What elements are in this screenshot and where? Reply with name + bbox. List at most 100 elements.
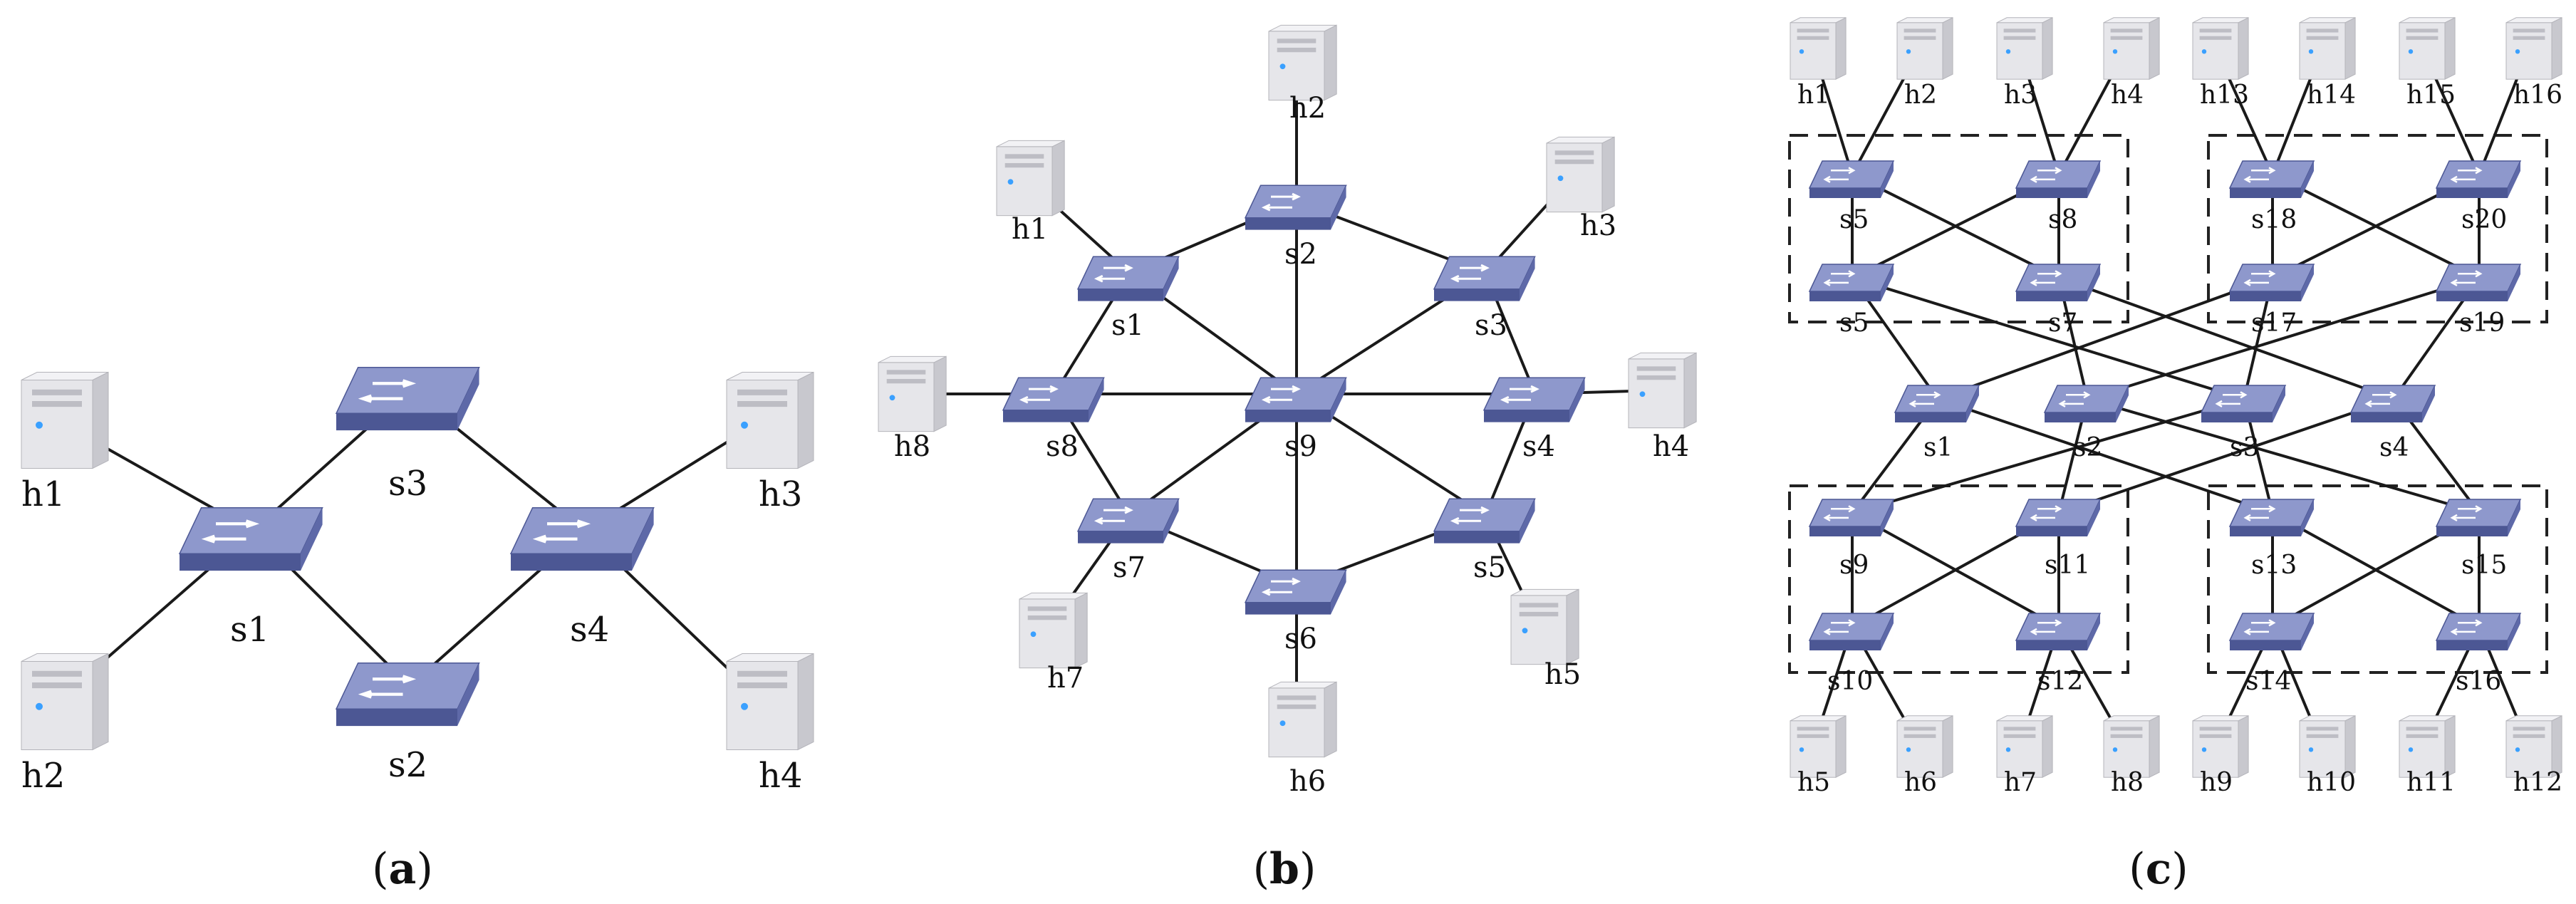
- power-led-icon: [2112, 747, 2118, 752]
- host-side-face: [797, 653, 814, 751]
- drive-bay-icon: [1797, 734, 1829, 738]
- pod-box-4: [2207, 484, 2548, 674]
- host-c-h3: [1996, 16, 2053, 80]
- host-top-face: [2399, 17, 2456, 24]
- label-b-s9: s9: [1284, 430, 1317, 463]
- label-a-s3: s3: [388, 464, 427, 504]
- drive-bay-icon: [1554, 159, 1594, 165]
- arrow-left-icon: [2215, 400, 2240, 407]
- label-c-s8: s8: [2048, 205, 2077, 234]
- drive-bay-icon: [2003, 727, 2036, 731]
- switch-top-face: [1808, 160, 1895, 189]
- host-side-face: [933, 355, 947, 432]
- host-c-h12: [2505, 715, 2562, 779]
- switch-c-s19: [2435, 264, 2522, 301]
- host-top-face: [1896, 715, 1953, 722]
- switch-side-face: [2508, 499, 2520, 536]
- switch-front-face: [1809, 188, 1881, 198]
- switch-a-s3: [335, 366, 480, 431]
- switch-front-face: [1809, 291, 1881, 301]
- power-led-icon: [1279, 63, 1286, 70]
- drive-bay-icon: [2513, 734, 2545, 738]
- drive-bay-icon: [1636, 366, 1676, 371]
- arrow-left-icon: [1094, 274, 1125, 283]
- switch-a-s4: [509, 506, 655, 571]
- power-led-icon: [1906, 49, 1911, 54]
- switch-b-s3: [1433, 256, 1536, 301]
- label-c-h6: h6: [1904, 768, 1937, 797]
- power-led-icon: [1007, 179, 1014, 185]
- arrow-left-icon: [1094, 516, 1125, 525]
- switch-side-face: [2301, 499, 2314, 536]
- pod-box-2: [2207, 134, 2548, 323]
- drive-bay-icon: [737, 389, 787, 395]
- host-b-h8: [878, 355, 947, 432]
- label-c-s10: s10: [1827, 667, 1873, 696]
- label-b-s6: s6: [1284, 623, 1317, 655]
- switch-top-face: [2435, 264, 2522, 292]
- host-top-face: [1628, 352, 1697, 360]
- switch-top-face: [2015, 613, 2102, 641]
- label-b-h2: h2: [1289, 92, 1326, 125]
- label-c-s15: s15: [2461, 551, 2507, 580]
- host-side-face: [1074, 592, 1088, 669]
- switch-side-face: [2087, 264, 2100, 301]
- arrow-right-icon: [1916, 391, 1941, 399]
- drive-bay-icon: [2110, 36, 2143, 40]
- switch-top-face: [2015, 160, 2102, 189]
- pod-boxes: [1788, 134, 2548, 674]
- arrow-right-icon: [216, 519, 260, 529]
- host-side-face: [92, 371, 109, 469]
- label-a-h2: h2: [21, 756, 65, 796]
- switch-c-s16: [2435, 613, 2522, 650]
- switch-front-face: [2230, 640, 2301, 650]
- drive-bay-icon: [2513, 36, 2545, 40]
- host-top-face: [21, 372, 109, 380]
- drive-bay-icon: [2306, 36, 2339, 40]
- host-c-h1: [1790, 16, 1847, 80]
- arrow-right-icon: [1831, 270, 1856, 278]
- host-c-h10: [2299, 715, 2356, 779]
- host-side-face: [1835, 16, 1847, 80]
- host-side-face: [1324, 681, 1337, 758]
- host-side-face: [2238, 715, 2249, 779]
- arrow-right-icon: [2066, 391, 2091, 399]
- label-c-s12: s12: [2037, 667, 2083, 696]
- arrow-left-icon: [2030, 628, 2055, 635]
- switch-side-face: [2087, 613, 2100, 650]
- label-c-s2: s2: [2073, 433, 2102, 462]
- switch-top-face: [1808, 264, 1895, 292]
- switch-top-face: [1808, 499, 1895, 527]
- power-led-icon: [36, 421, 43, 429]
- switch-b-s5: [1433, 498, 1536, 544]
- drive-bay-icon: [2199, 734, 2232, 738]
- arrow-right-icon: [2458, 619, 2483, 627]
- arrow-left-icon: [2058, 400, 2084, 407]
- switch-b-s2: [1244, 185, 1347, 230]
- switch-top-face: [509, 506, 655, 555]
- label-a-s1: s1: [230, 610, 269, 650]
- drive-bay-icon: [1904, 727, 1936, 731]
- switch-side-face: [1881, 613, 1894, 650]
- switch-front-face: [1809, 526, 1881, 536]
- drive-bay-icon: [2110, 28, 2143, 33]
- arrow-left-icon: [2243, 279, 2269, 286]
- arrow-left-icon: [2030, 175, 2055, 183]
- drive-bay-icon: [2199, 36, 2232, 40]
- label-c-s3: s3: [2230, 433, 2259, 462]
- host-top-face: [2505, 715, 2562, 722]
- host-side-face: [2149, 16, 2160, 80]
- power-led-icon: [2201, 747, 2207, 752]
- arrow-left-icon: [2243, 628, 2269, 635]
- switch-side-face: [1881, 499, 1894, 536]
- caption-c: (c): [2129, 844, 2188, 894]
- switch-top-face: [2015, 264, 2102, 292]
- host-c-h15: [2399, 16, 2456, 80]
- label-c-s7: s7: [2048, 308, 2077, 338]
- arrow-left-icon: [1261, 395, 1292, 404]
- arrow-right-icon: [2458, 505, 2483, 513]
- host-top-face: [996, 140, 1065, 147]
- switch-b-s9: [1244, 377, 1347, 422]
- switch-c-s5: [1808, 264, 1895, 301]
- link-c-s3-s9: [1852, 398, 2245, 514]
